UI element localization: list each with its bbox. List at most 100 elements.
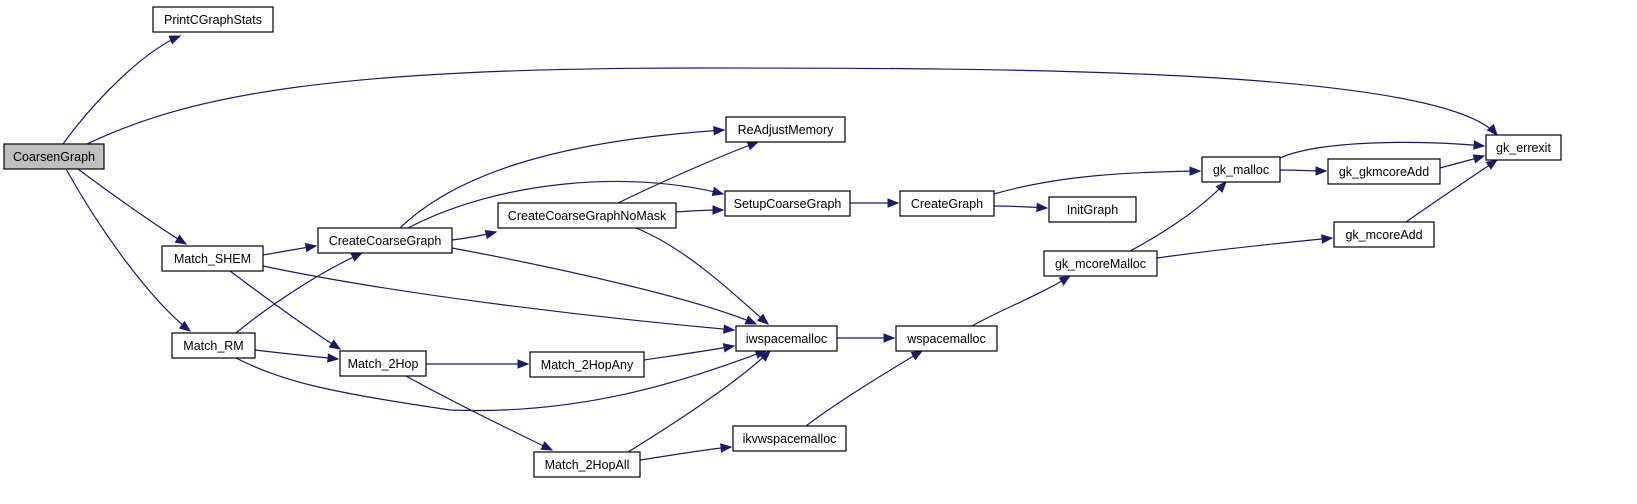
edge-line <box>405 375 553 451</box>
node-box <box>1048 196 1137 223</box>
node-box <box>735 325 838 352</box>
node-label: CreateCoarseGraphNoMask <box>508 209 667 223</box>
arrowhead <box>1189 166 1202 176</box>
node-Match_RM[interactable]: Match_RM <box>171 332 256 359</box>
arrowhead <box>304 242 318 253</box>
arrowhead <box>328 339 342 350</box>
arrowhead <box>711 186 725 196</box>
edge-CoarsenGraph-to-Match_RM <box>65 168 192 332</box>
edge-line <box>62 35 181 145</box>
node-label: InitGraph <box>1067 203 1118 217</box>
node-label: Match_2HopAll <box>545 458 630 472</box>
node-CreateCoarseGraph[interactable]: CreateCoarseGraph <box>317 227 453 254</box>
node-label: ReAdjustMemory <box>738 123 835 137</box>
edge-Match_SHEM-to-CreateCoarseGraph <box>262 242 318 256</box>
edge-line <box>235 252 363 334</box>
arrowhead <box>910 350 924 361</box>
node-gk_mcoreMalloc[interactable]: gk_mcoreMalloc <box>1043 250 1158 277</box>
node-box <box>1333 221 1435 248</box>
node-label: iwspacemalloc <box>746 332 827 346</box>
edge-CreateCoarseGraph-to-CreateCoarseGraphNoMask <box>451 229 498 241</box>
edge-CreateGraph-to-gk_malloc <box>993 166 1202 195</box>
node-gk_mcoreAdd[interactable]: gk_mcoreAdd <box>1333 221 1435 248</box>
node-ikvwspacemalloc[interactable]: ikvwspacemalloc <box>732 425 847 452</box>
edge-Match_SHEM-to-Match_2Hop <box>229 270 342 350</box>
edge-Match_RM-to-iwspacemalloc <box>235 349 768 412</box>
arrowhead <box>720 443 733 453</box>
node-box <box>161 245 264 272</box>
arrowhead <box>712 205 725 215</box>
node-label: Match_2HopAny <box>541 358 634 372</box>
arrowhead <box>1036 202 1049 213</box>
node-CoarsenGraph[interactable]: CoarsenGraph <box>3 143 105 170</box>
arrowhead <box>713 125 726 136</box>
edge-line <box>235 350 767 412</box>
node-label: wspacemalloc <box>906 332 986 346</box>
node-layer: CoarsenGraph PrintCGraphStats gk_errexitMa… <box>3 6 1562 478</box>
node-label: Match_RM <box>183 339 243 353</box>
edge-gk_gkmcoreAdd-to-gk_errexit <box>1439 154 1486 169</box>
edge-Match_2HopAll-to-iwspacemalloc <box>627 350 771 453</box>
node-iwspacemalloc[interactable]: iwspacemalloc <box>735 325 838 352</box>
edge-CreateCoarseGraphNoMask-to-iwspacemalloc <box>635 227 770 325</box>
node-box <box>317 227 453 254</box>
arrowhead <box>744 315 758 325</box>
edge-gk_mcoreMalloc-to-gk_mcoreAdd <box>1156 234 1334 259</box>
node-box <box>1485 134 1562 161</box>
arrowhead <box>746 141 760 151</box>
arrowhead <box>1058 275 1072 286</box>
arrowhead <box>883 333 896 343</box>
arrowhead <box>1215 181 1227 193</box>
edge-line <box>643 345 735 361</box>
node-label: CreateCoarseGraph <box>329 234 442 248</box>
edge-line <box>399 129 725 229</box>
node-Match_2HopAny[interactable]: Match_2HopAny <box>529 351 645 378</box>
node-CreateGraph[interactable]: CreateGraph <box>899 190 995 217</box>
edge-Match_2HopAll-to-ikvwspacemalloc <box>639 443 733 461</box>
arrowhead <box>1321 234 1334 244</box>
arrowhead <box>1486 123 1498 137</box>
arrowhead <box>1315 166 1328 176</box>
node-gk_gkmcoreAdd[interactable]: gk_gkmcoreAdd <box>1327 158 1441 185</box>
node-wspacemalloc[interactable]: wspacemalloc <box>895 325 998 352</box>
edge-CreateCoarseGraph-to-iwspacemalloc <box>451 247 758 325</box>
edge-Match_2Hop-to-Match_2HopAll <box>405 375 554 451</box>
node-label: Match_SHEM <box>174 252 251 266</box>
arrowhead <box>887 198 900 208</box>
node-Match_2Hop[interactable]: Match_2Hop <box>339 350 427 377</box>
node-box <box>899 190 995 217</box>
edge-line <box>451 247 757 325</box>
node-CreateCoarseGraphNoMask[interactable]: CreateCoarseGraphNoMask <box>497 202 677 229</box>
arrowhead <box>174 234 188 245</box>
node-PrintCGraphStats[interactable]: PrintCGraphStats <box>152 6 274 33</box>
node-label: gk_mcoreAdd <box>1345 228 1422 242</box>
node-gk_malloc[interactable]: gk_malloc <box>1201 156 1281 183</box>
node-Match_2HopAll[interactable]: Match_2HopAll <box>533 451 641 478</box>
node-ReAdjustMemory[interactable]: ReAdjustMemory <box>725 116 846 143</box>
edge-CreateCoarseGraphNoMask-to-SetupCoarseGraph <box>675 205 725 215</box>
node-Match_SHEM[interactable]: Match_SHEM <box>161 245 264 272</box>
edge-line <box>254 349 339 360</box>
node-SetupCoarseGraph[interactable]: SetupCoarseGraph <box>724 190 851 217</box>
node-gk_errexit[interactable]: gk_errexit <box>1485 134 1562 161</box>
arrowhead <box>759 350 771 362</box>
edge-line <box>407 180 724 229</box>
edge-Match_2Hop-to-Match_2HopAny <box>426 359 530 369</box>
edge-gk_malloc-to-gk_gkmcoreAdd <box>1279 166 1328 176</box>
edge-layer <box>62 35 1499 461</box>
node-label: gk_mcoreMalloc <box>1055 257 1146 271</box>
edge-gk_mcoreMalloc-to-gk_malloc <box>1129 181 1227 252</box>
node-label: gk_errexit <box>1496 141 1551 155</box>
edge-CreateCoarseGraph-to-SetupCoarseGraph <box>407 180 725 229</box>
node-box <box>533 451 641 478</box>
edge-line <box>77 168 187 245</box>
edge-CreateCoarseGraph-to-ReAdjustMemory <box>399 125 726 229</box>
node-label: SetupCoarseGraph <box>734 197 842 211</box>
node-InitGraph[interactable]: InitGraph <box>1048 196 1137 223</box>
node-box <box>497 202 677 229</box>
node-label: PrintCGraphStats <box>164 13 262 27</box>
node-box <box>1327 158 1441 185</box>
edge-CreateGraph-to-InitGraph <box>993 202 1049 213</box>
node-box <box>3 143 105 170</box>
